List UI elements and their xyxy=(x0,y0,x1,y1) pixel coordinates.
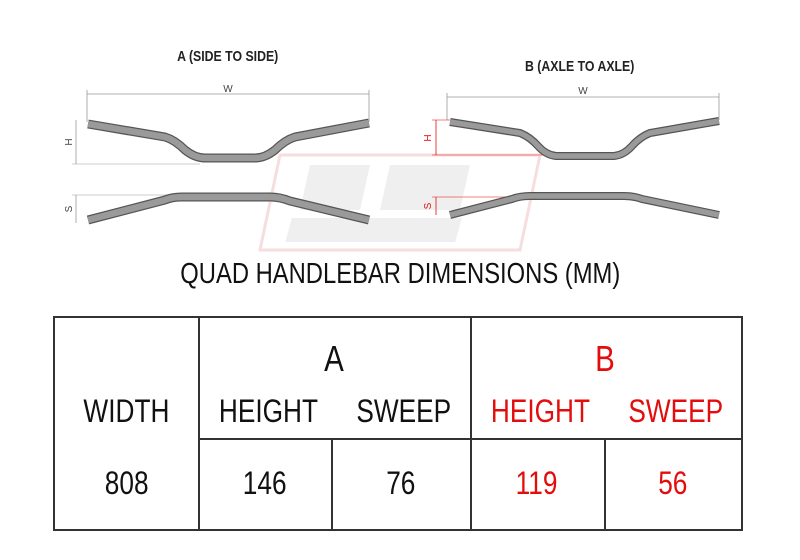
b-sweep-header: SWEEP xyxy=(628,393,723,429)
a-sweep-value: 76 xyxy=(385,465,416,501)
sweep-mark: S xyxy=(423,202,434,209)
diagram-a: W H S xyxy=(64,84,371,225)
group-a-label: A xyxy=(324,338,344,379)
diagram-a-label: A (SIDE TO SIDE) xyxy=(177,48,279,65)
b-height-header: HEIGHT xyxy=(490,393,590,429)
width-mark: W xyxy=(578,86,588,97)
sweep-mark: S xyxy=(64,205,75,212)
width-mark: W xyxy=(223,84,233,95)
a-height-header: HEIGHT xyxy=(218,393,318,429)
diagram-b: W H S xyxy=(423,86,720,219)
width-header: WIDTH xyxy=(83,393,170,429)
b-height-value: 119 xyxy=(516,465,558,501)
b-sweep-value: 56 xyxy=(657,465,688,501)
group-b-label: B xyxy=(595,338,616,379)
a-sweep-header: SWEEP xyxy=(356,393,452,429)
handlebar-diagrams: W H S W H S xyxy=(64,84,720,225)
dimensions-table: WIDTH 808 A HEIGHT SWEEP 146 76 B HEIGHT… xyxy=(53,316,743,531)
height-mark: H xyxy=(64,138,75,145)
watermark-logo xyxy=(258,153,542,252)
diagram-b-label: B (AXLE TO AXLE) xyxy=(525,58,635,75)
height-mark: H xyxy=(423,134,434,141)
a-height-value: 146 xyxy=(242,465,287,501)
width-value: 808 xyxy=(104,465,149,501)
page-title: QUAD HANDLEBAR DIMENSIONS (MM) xyxy=(180,258,620,290)
